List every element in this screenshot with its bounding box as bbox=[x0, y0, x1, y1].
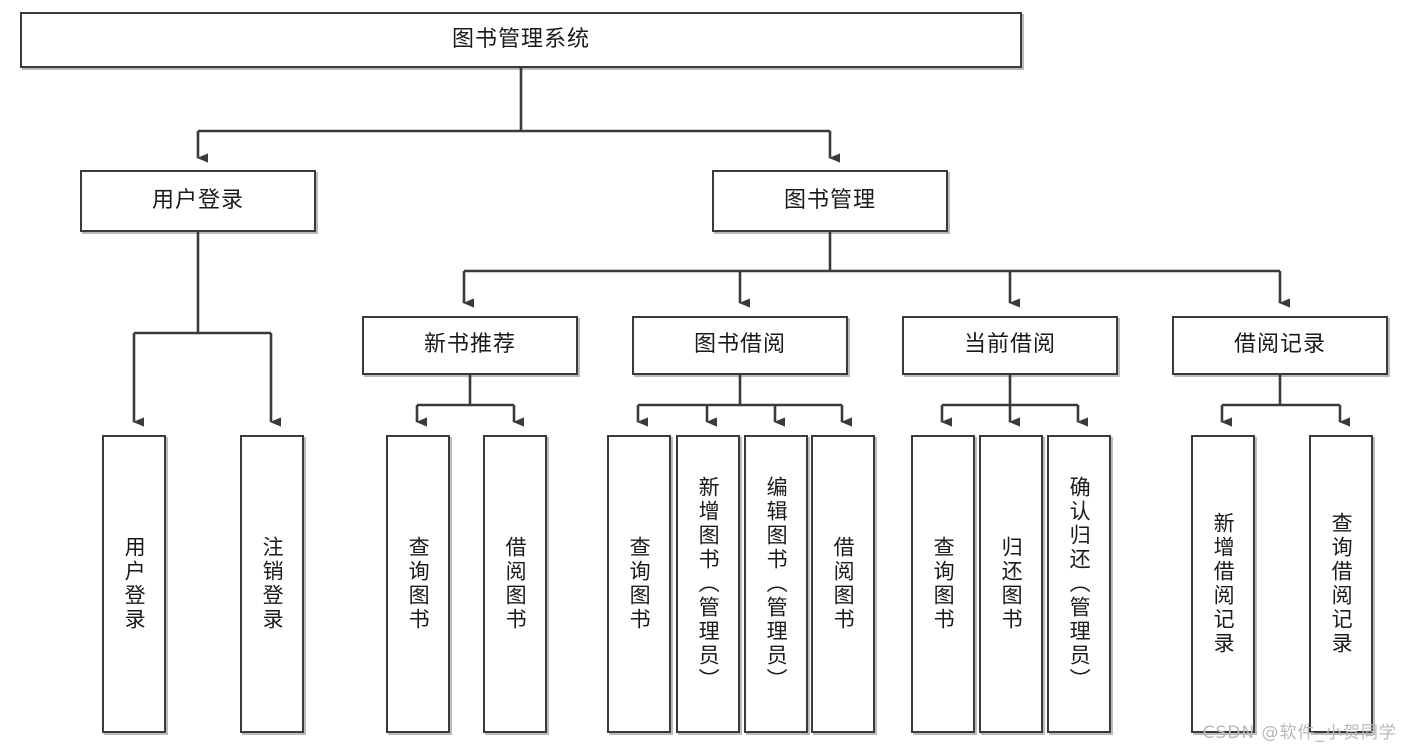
leaf-borrow-book-borrow[interactable]: 借阅图书 bbox=[811, 435, 875, 733]
node-current-borrow[interactable]: 当前借阅 bbox=[902, 316, 1118, 375]
leaf-label: 查询借阅记录 bbox=[1329, 512, 1354, 656]
leaf-query-book-recommend[interactable]: 查询图书 bbox=[386, 435, 450, 733]
leaf-label: 用户登录 bbox=[122, 536, 147, 632]
leaf-label: 确认归还（管理员） bbox=[1067, 476, 1092, 692]
leaf-label: 查询图书 bbox=[406, 536, 431, 632]
leaf-label: 注销登录 bbox=[260, 536, 285, 632]
leaf-label: 编辑图书（管理员） bbox=[764, 476, 789, 692]
node-new-book-recommend[interactable]: 新书推荐 bbox=[362, 316, 578, 375]
leaf-label: 借阅图书 bbox=[831, 536, 856, 632]
node-book-manage[interactable]: 图书管理 bbox=[712, 170, 948, 232]
node-book-borrow[interactable]: 图书借阅 bbox=[632, 316, 848, 375]
leaf-label: 查询图书 bbox=[627, 536, 652, 632]
leaf-logout-login[interactable]: 注销登录 bbox=[240, 435, 304, 733]
leaf-edit-book-admin[interactable]: 编辑图书（管理员） bbox=[744, 435, 808, 733]
leaf-label: 新增借阅记录 bbox=[1211, 512, 1236, 656]
leaf-label: 查询图书 bbox=[931, 536, 956, 632]
leaf-query-borrow-record[interactable]: 查询借阅记录 bbox=[1309, 435, 1373, 733]
leaf-label: 新增图书（管理员） bbox=[696, 476, 721, 692]
leaf-confirm-return-admin[interactable]: 确认归还（管理员） bbox=[1047, 435, 1111, 733]
node-root-system[interactable]: 图书管理系统 bbox=[20, 12, 1022, 68]
leaf-query-book-current[interactable]: 查询图书 bbox=[911, 435, 975, 733]
leaf-user-login[interactable]: 用户登录 bbox=[102, 435, 166, 733]
csdn-watermark: CSDN @软件_小贺同学 bbox=[1202, 723, 1397, 743]
leaf-label: 归还图书 bbox=[999, 536, 1024, 632]
leaf-borrow-book-recommend[interactable]: 借阅图书 bbox=[483, 435, 547, 733]
node-borrow-record[interactable]: 借阅记录 bbox=[1172, 316, 1388, 375]
leaf-query-book-borrow[interactable]: 查询图书 bbox=[607, 435, 671, 733]
leaf-add-borrow-record[interactable]: 新增借阅记录 bbox=[1191, 435, 1255, 733]
leaf-add-book-admin[interactable]: 新增图书（管理员） bbox=[676, 435, 740, 733]
leaf-label: 借阅图书 bbox=[503, 536, 528, 632]
leaf-return-book[interactable]: 归还图书 bbox=[979, 435, 1043, 733]
node-user-login[interactable]: 用户登录 bbox=[80, 170, 316, 232]
